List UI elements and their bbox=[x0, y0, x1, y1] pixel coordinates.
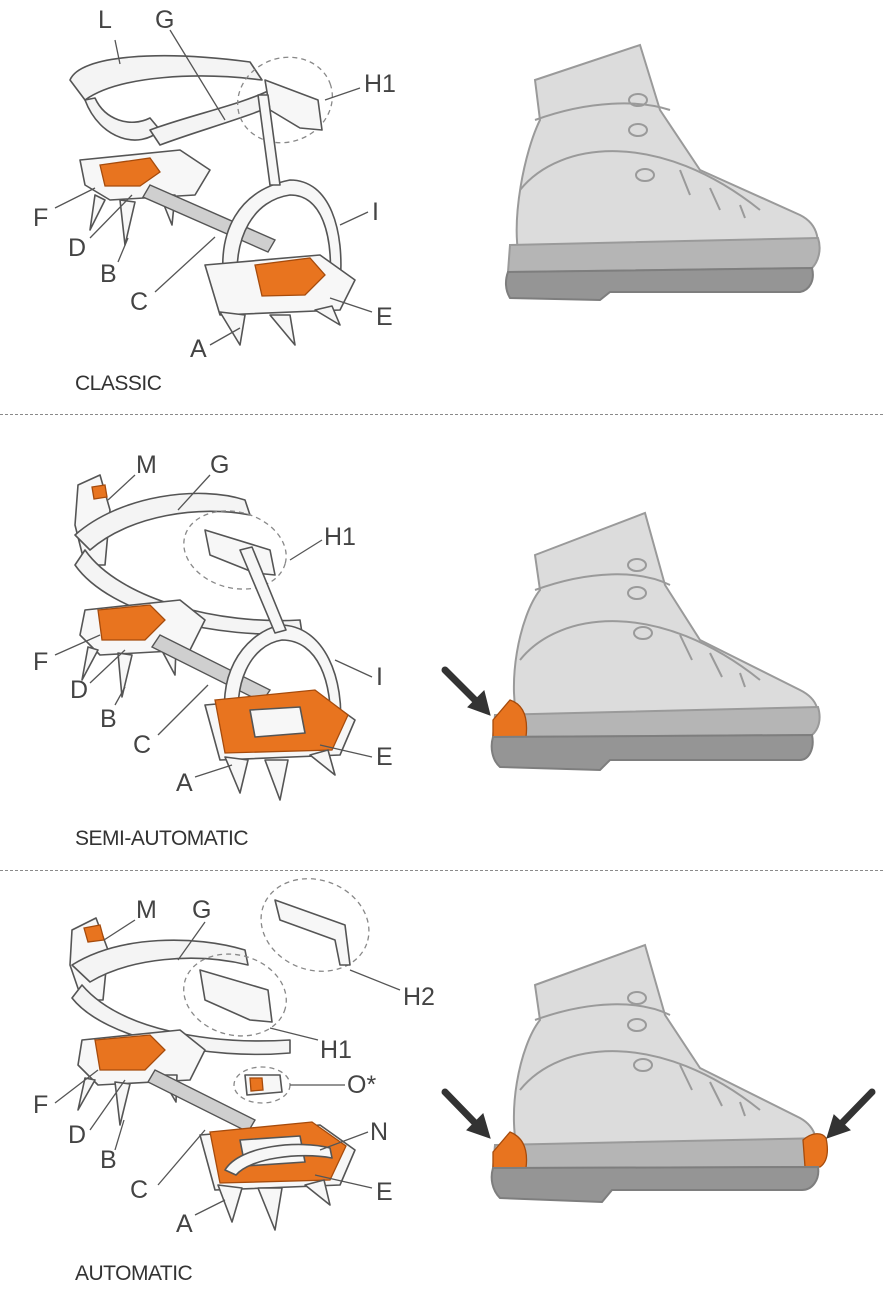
classic-boot-illustration bbox=[504, 43, 821, 302]
label-D: D bbox=[68, 234, 87, 262]
label-C: C bbox=[130, 288, 149, 316]
label-N: N bbox=[370, 1118, 389, 1146]
semi-boot-illustration bbox=[441, 511, 821, 772]
label-I: I bbox=[376, 663, 383, 691]
label-A: A bbox=[176, 1210, 193, 1238]
section-title-semi-automatic: SEMI-AUTOMATIC bbox=[75, 827, 249, 850]
label-F: F bbox=[33, 648, 49, 676]
label-A: A bbox=[176, 769, 193, 797]
classic-crampon-illustration bbox=[54, 29, 373, 346]
label-G: G bbox=[210, 451, 230, 479]
section-classic: L G H1 I F D B C E A CLASSIC bbox=[0, 0, 883, 415]
divider-1 bbox=[0, 414, 883, 415]
label-I: I bbox=[372, 198, 379, 226]
label-B: B bbox=[100, 1146, 117, 1174]
label-E: E bbox=[376, 303, 393, 331]
arrow-icon bbox=[441, 666, 491, 716]
automatic-boot-illustration bbox=[441, 943, 876, 1204]
label-O: O* bbox=[347, 1071, 377, 1099]
label-F: F bbox=[33, 1091, 49, 1119]
semi-crampon-illustration bbox=[54, 474, 373, 801]
label-M: M bbox=[136, 451, 157, 479]
label-H1: H1 bbox=[364, 70, 396, 98]
label-B: B bbox=[100, 260, 117, 288]
label-C: C bbox=[133, 731, 152, 759]
label-E: E bbox=[376, 743, 393, 771]
section-title-automatic: AUTOMATIC bbox=[75, 1262, 193, 1285]
arrow-icon bbox=[826, 1088, 876, 1139]
section-title-classic: CLASSIC bbox=[75, 372, 162, 395]
label-A: A bbox=[190, 335, 207, 363]
section-automatic: M G H2 H1 O* F D B C N E A AUTOMATIC bbox=[0, 870, 883, 1300]
label-E: E bbox=[376, 1178, 393, 1206]
label-G: G bbox=[192, 896, 212, 924]
automatic-crampon-illustration bbox=[54, 878, 401, 1231]
label-C: C bbox=[130, 1176, 149, 1204]
section-semi-automatic: M G H1 I F D B C E A SEMI-AUTOMATIC bbox=[0, 415, 883, 870]
label-D: D bbox=[70, 676, 89, 704]
label-F: F bbox=[33, 204, 49, 232]
label-H1: H1 bbox=[320, 1036, 352, 1064]
label-H2: H2 bbox=[403, 983, 435, 1011]
label-H1: H1 bbox=[324, 523, 356, 551]
label-L: L bbox=[98, 6, 112, 34]
label-D: D bbox=[68, 1121, 87, 1149]
label-B: B bbox=[100, 705, 117, 733]
label-G: G bbox=[155, 6, 175, 34]
label-M: M bbox=[136, 896, 157, 924]
divider-2 bbox=[0, 870, 883, 871]
arrow-icon bbox=[441, 1088, 491, 1139]
